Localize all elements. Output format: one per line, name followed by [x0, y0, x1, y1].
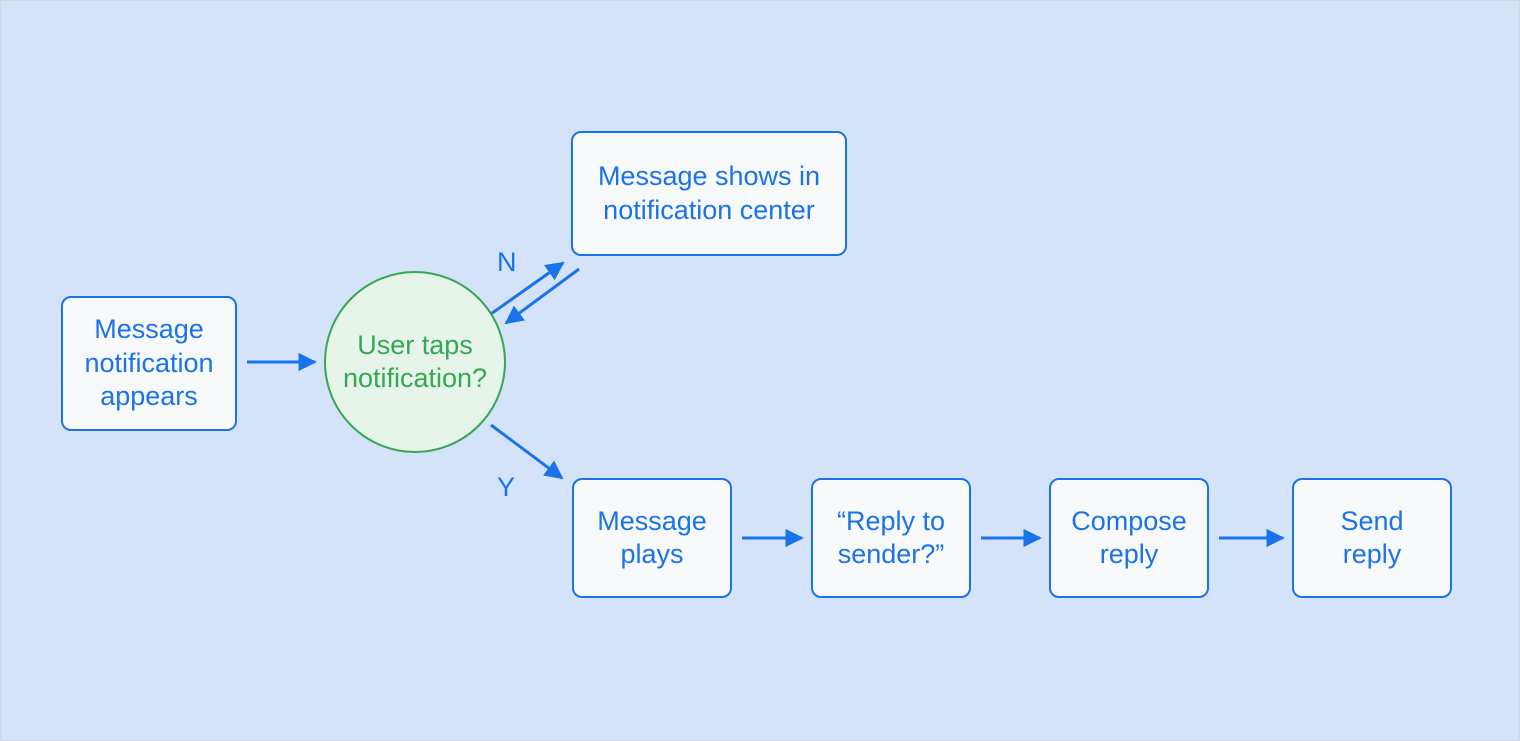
node-label: Message notification appears — [84, 314, 214, 412]
node-label: Message plays — [597, 505, 707, 569]
node-label: Message shows in notification center — [597, 161, 821, 225]
node-label: Compose reply — [1071, 505, 1187, 569]
edge-label-yes: Y — [497, 472, 516, 502]
node-label: “Reply to sender?” — [836, 505, 946, 569]
node-send-reply[interactable]: Send reply — [1292, 478, 1452, 598]
node-compose-reply[interactable]: Compose reply — [1049, 478, 1209, 598]
node-label: Send reply — [1340, 505, 1404, 569]
node-message-shows-in-notification-center[interactable]: Message shows in notification center — [571, 131, 847, 256]
node-message-plays[interactable]: Message plays — [572, 478, 732, 598]
edge-notification-center-to-decision — [504, 267, 580, 325]
node-label: User taps notification? — [342, 329, 488, 393]
edge-label-no: N — [497, 247, 517, 277]
edge-decision-to-message-plays — [490, 423, 564, 480]
node-message-notification-appears[interactable]: Message notification appears — [61, 296, 237, 431]
node-reply-to-sender[interactable]: “Reply to sender?” — [811, 478, 971, 598]
node-user-taps-notification[interactable]: User taps notification? — [324, 271, 506, 453]
